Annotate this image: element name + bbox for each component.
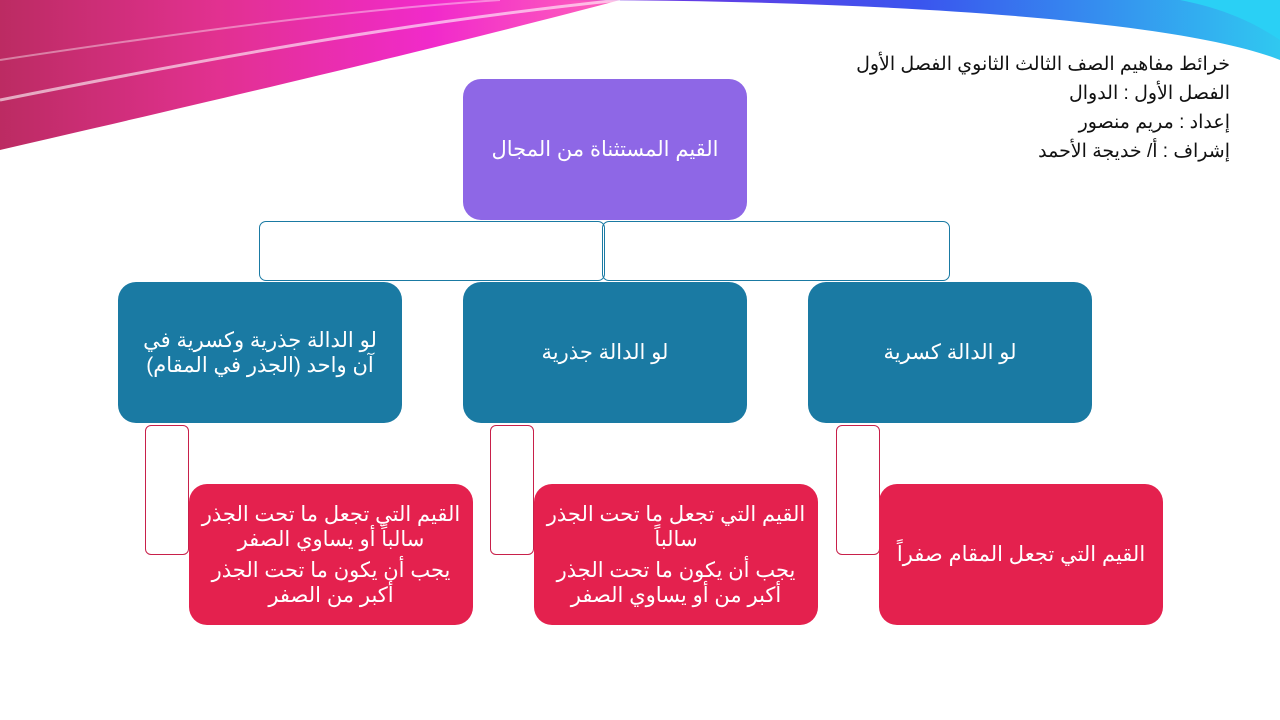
connector-both-to-detail [145,425,189,555]
detail-node-radical: القيم التي تجعل ما تحت الجذر سالباً يجب … [534,484,818,625]
detail-text: يجب أن يكون ما تحت الجذر أكبر من أو يساو… [546,558,806,608]
branch-node-label: لو الدالة جذرية [542,340,669,365]
root-node-label: القيم المستثناة من المجال [492,137,719,162]
connector-rational-to-detail [836,425,880,555]
connector-radical-to-detail [490,425,534,555]
connector-root-to-left-branches [259,221,605,281]
branch-node-radical: لو الدالة جذرية [463,282,747,423]
branch-node-label: لو الدالة جذرية وكسرية في آن واحد (الجذر… [130,328,390,378]
header-supervised-by: إشراف : أ/ خديجة الأحمد [710,137,1230,166]
branch-node-radical-and-rational: لو الدالة جذرية وكسرية في آن واحد (الجذر… [118,282,402,423]
detail-text: القيم التي تجعل ما تحت الجذر سالباً [546,502,806,552]
root-node: القيم المستثناة من المجال [463,79,747,220]
connector-root-to-right-branches [602,221,950,281]
branch-node-rational: لو الدالة كسرية [808,282,1092,423]
header-prepared-by: إعداد : مريم منصور [710,108,1230,137]
header-title: خرائط مفاهيم الصف الثالث الثانوي الفصل ا… [710,50,1230,79]
detail-node-rational: القيم التي تجعل المقام صفراً [879,484,1163,625]
slide-header-info: خرائط مفاهيم الصف الثالث الثانوي الفصل ا… [710,50,1230,166]
header-chapter: الفصل الأول : الدوال [710,79,1230,108]
detail-text: القيم التي تجعل المقام صفراً [897,542,1145,567]
branch-node-label: لو الدالة كسرية [883,340,1016,365]
detail-node-radical-and-rational: القيم التي تجعل ما تحت الجذر سالباً أو ي… [189,484,473,625]
detail-text: القيم التي تجعل ما تحت الجذر سالباً أو ي… [201,502,461,552]
detail-text: يجب أن يكون ما تحت الجذر أكبر من الصفر [201,558,461,608]
